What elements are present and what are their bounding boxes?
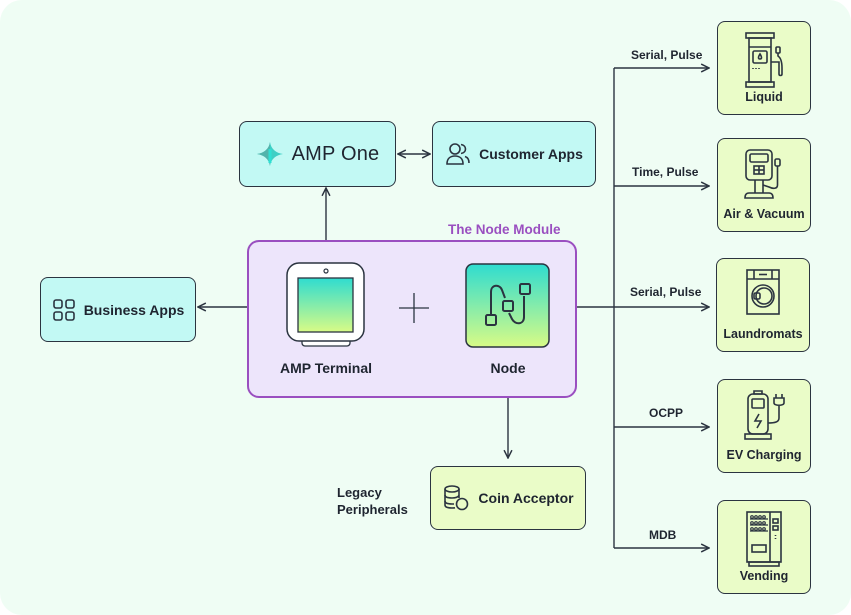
device-ev-charging[interactable]: EV Charging — [717, 379, 811, 473]
business-apps-label: Business Apps — [83, 301, 185, 318]
fuel-pump-icon — [745, 32, 783, 88]
ev-charger-icon — [744, 390, 785, 440]
coin-acceptor-label: Coin Acceptor — [478, 490, 574, 506]
connection-label-vending: MDB — [649, 528, 677, 542]
legacy-label-line2: Peripherals — [337, 502, 408, 517]
terminal-label: AMP Terminal — [279, 360, 373, 376]
device-label-vending: Vending — [739, 569, 789, 583]
node-module-title: The Node Module — [448, 222, 561, 237]
connection-label-ev-charging: OCPP — [649, 406, 684, 420]
connection-label-liquid: Serial, Pulse — [631, 48, 703, 62]
customer-apps-box[interactable]: Customer Apps — [432, 121, 596, 187]
device-label-ev-charging: EV Charging — [726, 448, 802, 462]
air-pump-icon — [744, 149, 781, 199]
device-label-air-vacuum: Air & Vacuum — [723, 207, 805, 221]
business-apps-box[interactable]: Business Apps — [40, 277, 196, 342]
node-label: Node — [490, 360, 526, 376]
legacy-peripherals-label: Legacy Peripherals — [337, 484, 408, 518]
device-label-liquid: Liquid — [745, 90, 783, 104]
device-label-laundromats: Laundromats — [723, 327, 803, 341]
device-vending[interactable]: Vending — [717, 500, 811, 594]
connection-label-air-vacuum: Time, Pulse — [632, 165, 699, 179]
coin-acceptor-box[interactable]: Coin Acceptor — [430, 466, 586, 530]
device-air-vacuum[interactable]: Air & Vacuum — [717, 138, 811, 232]
amp-one-label: AMP One — [291, 142, 380, 165]
customer-apps-label: Customer Apps — [479, 146, 583, 162]
amp-one-logo-icon — [256, 142, 283, 166]
connection-label-laundromats: Serial, Pulse — [630, 285, 702, 299]
grid-icon — [52, 298, 75, 321]
terminal-device-icon[interactable] — [286, 262, 366, 350]
amp-one-box[interactable]: AMP One — [239, 121, 396, 187]
node-circuit-icon[interactable] — [465, 263, 551, 349]
vending-machine-icon — [746, 511, 782, 567]
device-laundromats[interactable]: Laundromats — [716, 258, 810, 352]
washing-machine-icon — [746, 269, 780, 315]
legacy-label-line1: Legacy — [337, 485, 382, 500]
device-liquid[interactable]: Liquid — [717, 21, 811, 115]
coin-stack-icon — [444, 485, 469, 511]
users-icon — [446, 143, 470, 165]
plus-icon — [399, 293, 429, 323]
